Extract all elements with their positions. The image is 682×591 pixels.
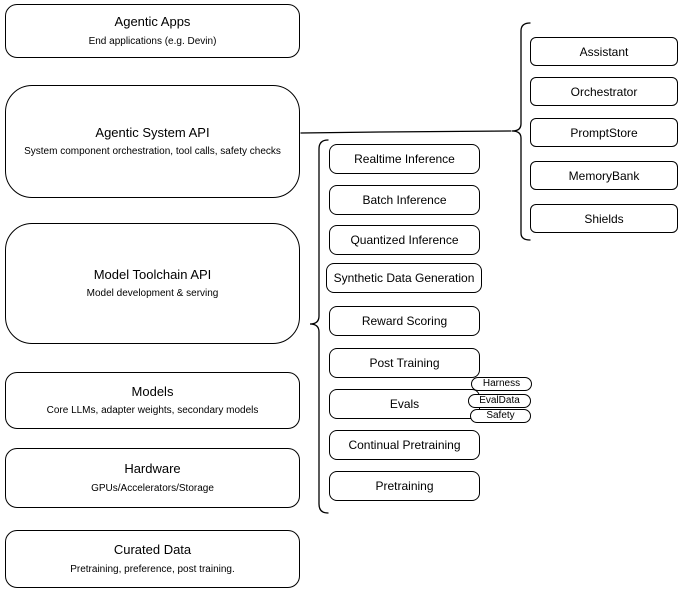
node-label: Post Training <box>369 356 440 370</box>
node-label: Reward Scoring <box>361 314 448 328</box>
node-promptstore: PromptStore <box>530 118 678 147</box>
node-subtitle: System component orchestration, tool cal… <box>24 146 281 158</box>
pill-harness: Harness <box>471 377 532 391</box>
node-post-training: Post Training <box>329 348 480 378</box>
node-label: Continual Pretraining <box>348 438 461 452</box>
node-hardware: Hardware GPUs/Accelerators/Storage <box>5 448 300 508</box>
pill-label: Harness <box>482 378 521 389</box>
node-label: Batch Inference <box>362 193 447 207</box>
node-synthetic-data-generation: Synthetic Data Generation <box>326 263 482 293</box>
node-subtitle: Pretraining, preference, post training. <box>70 563 235 575</box>
node-evals: Evals <box>329 389 480 419</box>
node-label: Realtime Inference <box>354 152 455 166</box>
node-label: Shields <box>584 211 624 226</box>
node-label: PromptStore <box>570 125 638 140</box>
pill-label: Safety <box>486 410 515 421</box>
node-models: Models Core LLMs, adapter weights, secon… <box>5 372 300 429</box>
node-title: Model Toolchain API <box>93 266 212 282</box>
node-title: Agentic Apps <box>114 14 191 30</box>
pill-label: EvalData <box>479 395 520 406</box>
node-label: Assistant <box>579 44 629 59</box>
node-quantized-inference: Quantized Inference <box>329 225 480 255</box>
node-title: Models <box>131 383 174 399</box>
node-model-toolchain-api: Model Toolchain API Model development & … <box>5 223 300 344</box>
node-memorybank: MemoryBank <box>530 161 678 190</box>
node-subtitle: GPUs/Accelerators/Storage <box>91 482 214 494</box>
node-label: MemoryBank <box>568 168 640 183</box>
node-title: Hardware <box>124 461 181 477</box>
node-label: Orchestrator <box>570 84 638 99</box>
node-assistant: Assistant <box>530 37 678 66</box>
node-label: Synthetic Data Generation <box>333 271 475 285</box>
node-curated-data: Curated Data Pretraining, preference, po… <box>5 530 300 588</box>
node-agentic-apps: Agentic Apps End applications (e.g. Devi… <box>5 4 300 58</box>
node-label: Evals <box>389 397 420 411</box>
node-realtime-inference: Realtime Inference <box>329 144 480 174</box>
node-subtitle: Model development & serving <box>86 288 219 300</box>
node-title: Curated Data <box>113 542 192 558</box>
node-pretraining: Pretraining <box>329 471 480 501</box>
node-title: Agentic System API <box>95 124 210 140</box>
node-subtitle: End applications (e.g. Devin) <box>88 35 217 47</box>
node-label: Quantized Inference <box>350 233 459 247</box>
node-shields: Shields <box>530 204 678 233</box>
node-label: Pretraining <box>375 479 434 493</box>
node-reward-scoring: Reward Scoring <box>329 306 480 336</box>
node-orchestrator: Orchestrator <box>530 77 678 106</box>
pill-safety: Safety <box>470 409 531 423</box>
node-agentic-system-api: Agentic System API System component orch… <box>5 85 300 198</box>
system-components-brace <box>511 22 531 241</box>
node-continual-pretraining: Continual Pretraining <box>329 430 480 460</box>
node-subtitle: Core LLMs, adapter weights, secondary mo… <box>46 405 259 417</box>
toolchain-brace <box>309 139 329 514</box>
system-api-connector-line <box>300 130 512 134</box>
pill-evaldata: EvalData <box>468 394 531 408</box>
node-batch-inference: Batch Inference <box>329 185 480 215</box>
